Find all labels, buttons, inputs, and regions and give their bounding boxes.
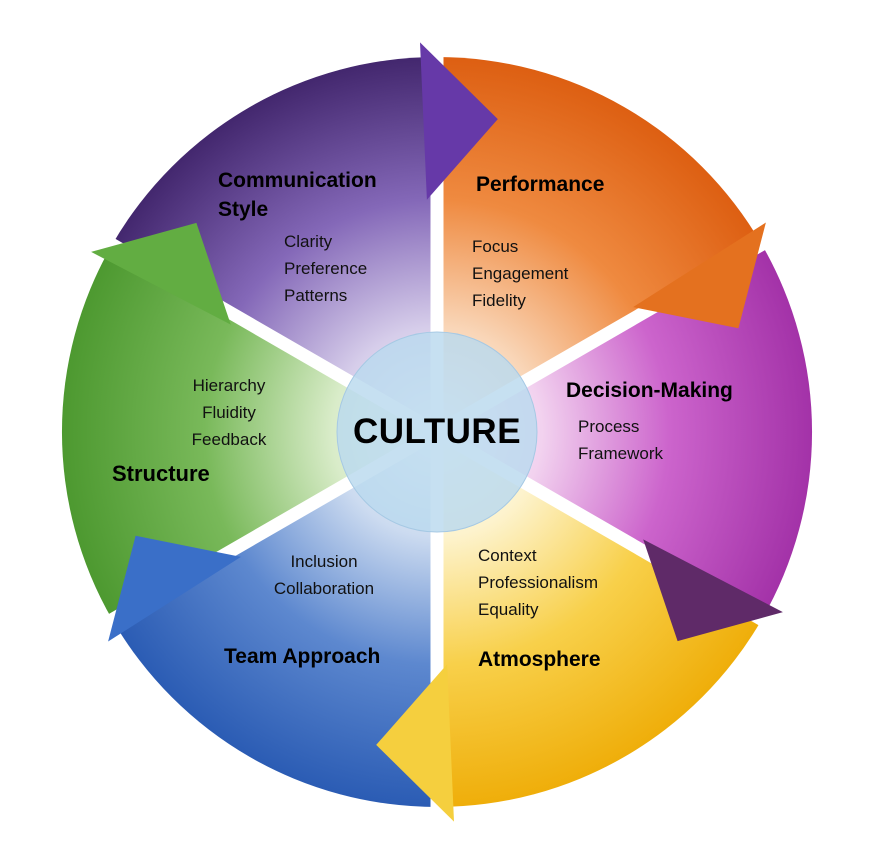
performance-arrow-icon <box>633 222 766 329</box>
segment-title-team-approach: Team Approach <box>224 645 381 668</box>
item-label: Clarity <box>284 232 333 251</box>
structure-arrow-icon <box>91 222 231 325</box>
item-label: Inclusion <box>290 552 358 571</box>
segment-performance <box>437 57 762 432</box>
segment-atmosphere <box>437 432 762 807</box>
segment-title-atmosphere: Atmosphere <box>478 648 601 671</box>
item-label: Fidelity <box>472 291 526 310</box>
item-label: Fluidity <box>202 403 256 422</box>
decision-making-arrow-icon <box>643 539 783 642</box>
segment-decision-making <box>437 244 813 620</box>
item-label: Framework <box>578 444 664 463</box>
team-approach-arrow-icon <box>108 535 241 642</box>
item-label: Hierarchy <box>192 376 266 395</box>
segment-title-structure: Structure <box>112 461 210 486</box>
item-label: Equality <box>478 600 539 619</box>
communication-style-arrow-icon <box>420 42 498 200</box>
item-label: Professionalism <box>478 573 598 592</box>
segment-title-performance: Performance <box>476 173 605 196</box>
item-label: Patterns <box>284 286 348 305</box>
item-label: Context <box>478 546 537 565</box>
segment-title-decision-making: Decision-Making <box>566 379 733 402</box>
item-label: Preference <box>284 259 368 278</box>
item-label: Feedback <box>191 430 267 449</box>
atmosphere-arrow-icon <box>376 664 454 822</box>
segment-title-communication-style: Communication Style <box>218 169 377 221</box>
item-label: Collaboration <box>273 579 375 598</box>
center-hub <box>336 331 538 533</box>
segment-communication-style <box>112 57 437 432</box>
item-label: Process <box>578 417 640 436</box>
segment-structure <box>61 244 438 620</box>
item-label: Focus <box>472 237 519 256</box>
center-label: CULTURE <box>352 412 522 451</box>
segment-team-approach <box>112 432 437 807</box>
item-label: Engagement <box>472 264 569 283</box>
